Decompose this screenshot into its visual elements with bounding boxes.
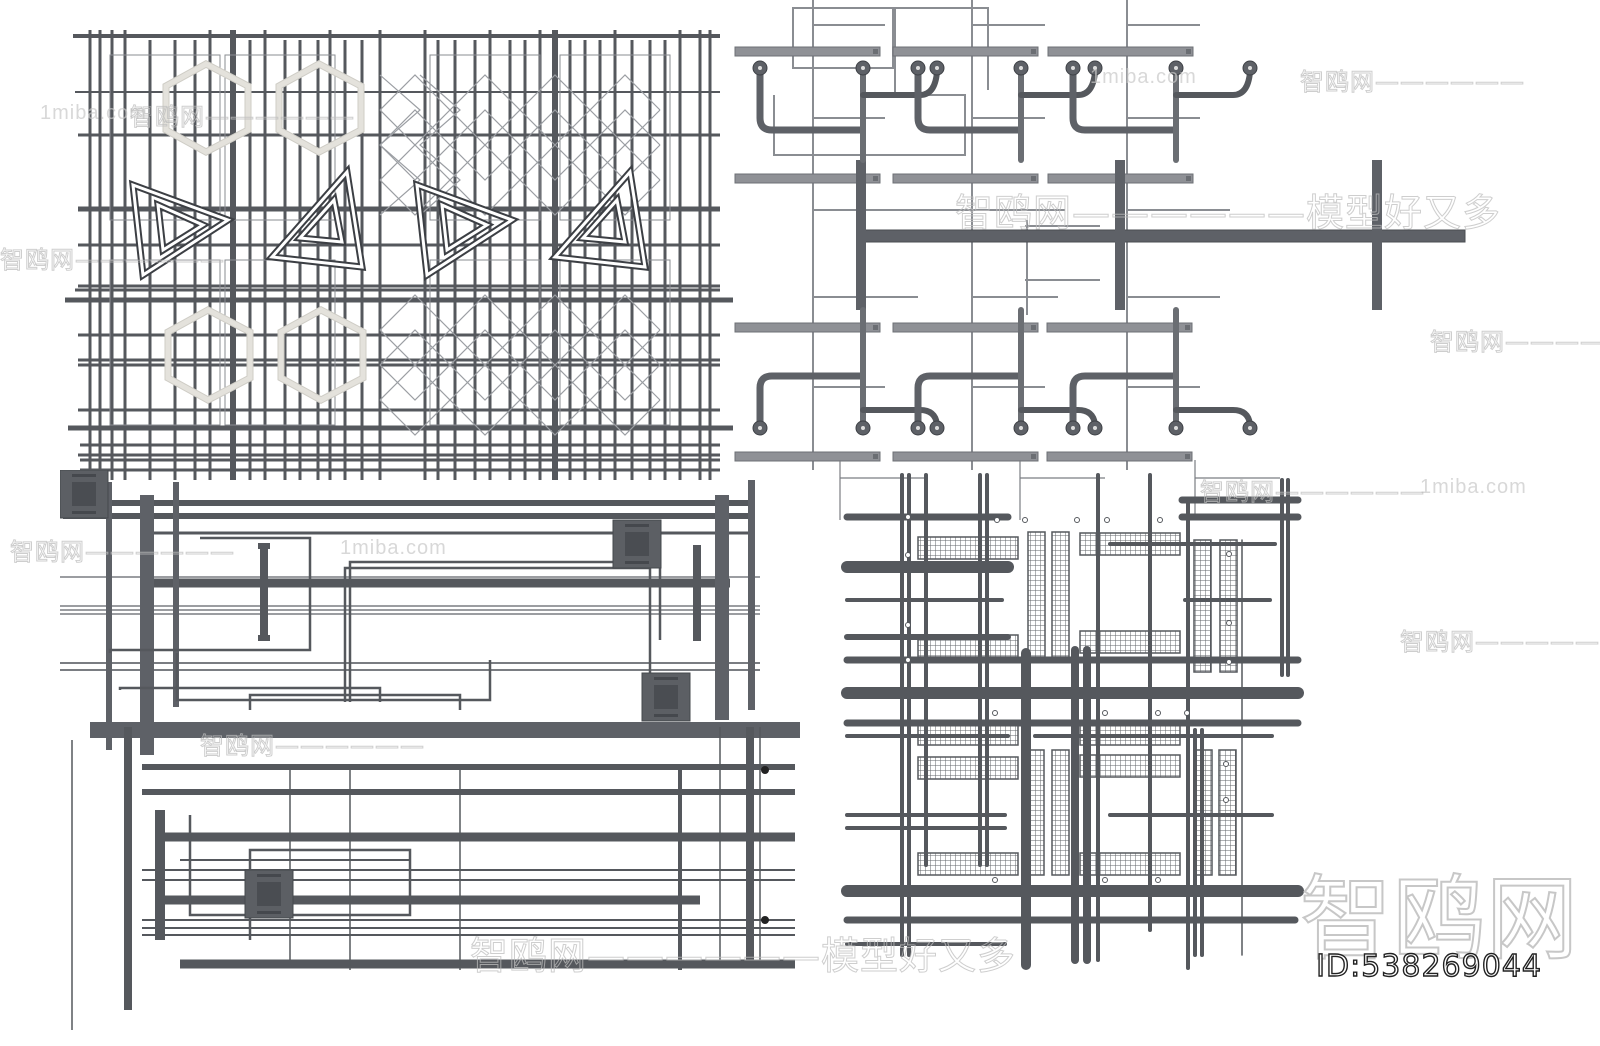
model-id-label: ID:538269044 (1315, 948, 1542, 984)
main-duct (90, 722, 800, 738)
hexagon-lights (162, 60, 367, 404)
duct-rails (734, 46, 1194, 462)
cable-tray-render (839, 460, 1304, 970)
hose-units (752, 61, 1257, 435)
panel-exhaust-hoses (720, 0, 1600, 470)
panel-pipe-network (60, 470, 820, 1046)
main-manifold (856, 160, 1466, 310)
mesh-cable-trays (917, 531, 1238, 876)
pipe-network-render (60, 470, 800, 1030)
panel-cable-trays (830, 460, 1600, 1046)
exhaust-hose-render (734, 0, 1466, 470)
panel-ceiling-grid (0, 0, 740, 480)
ac-cassette-units (60, 470, 691, 919)
ceiling-grid-render (65, 30, 733, 480)
